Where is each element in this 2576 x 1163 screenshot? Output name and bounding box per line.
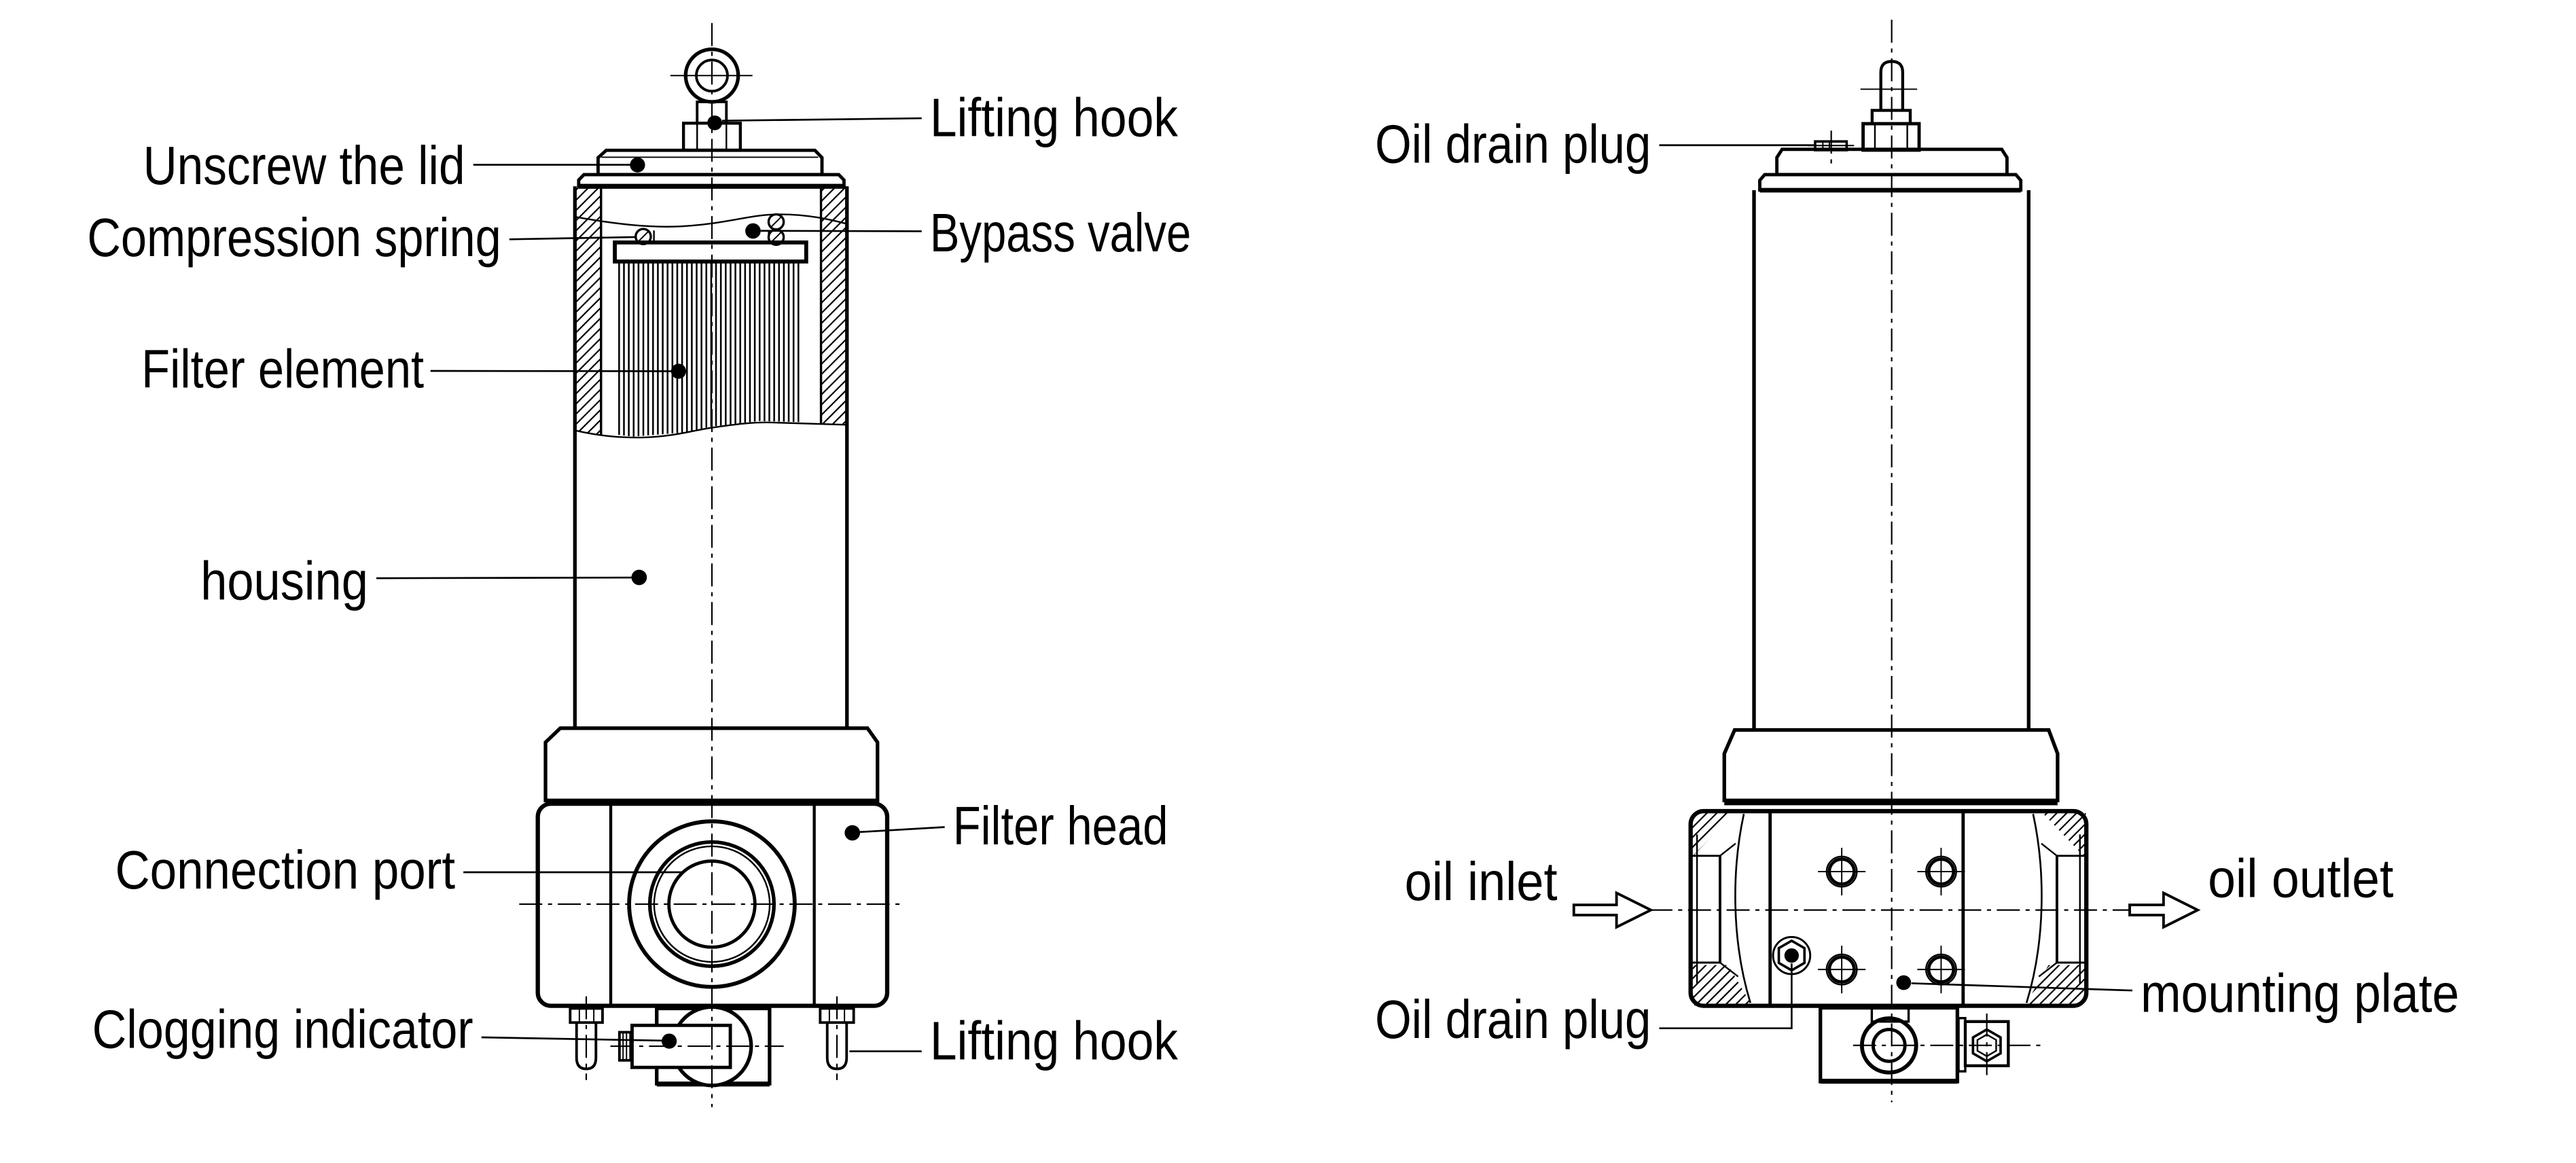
- label-lifting-hook-bottom: Lifting hook: [930, 1011, 1178, 1071]
- label-oil-inlet: oil inlet: [1405, 851, 1558, 912]
- label-compression-spring: Compression spring: [87, 207, 501, 268]
- leader-line-clogging-indicator: [481, 1036, 662, 1042]
- leader-dot-lifting-hook-top: [707, 115, 722, 130]
- leader-line-bypass-valve: [760, 230, 922, 232]
- lifting-hook-side: [1860, 60, 1921, 152]
- oil-inlet-arrow-icon: [1572, 891, 1654, 929]
- housing-wall-hatch-right: [821, 186, 847, 425]
- compression-spring: [634, 213, 785, 246]
- label-filter-head: Filter head: [953, 795, 1168, 856]
- leader-dot-mounting-plate: [1896, 975, 1912, 990]
- lid-external: [1758, 147, 2023, 193]
- leader-line-lifting-hook-top: [721, 117, 922, 122]
- label-housing: housing: [200, 551, 368, 611]
- hex-fitting: [1957, 1013, 2010, 1076]
- leader-dot-bypass-valve: [745, 223, 761, 239]
- external-view: Oil drain plug oil inlet oil outlet Oil …: [1375, 20, 2459, 1103]
- label-connection-port: Connection port: [115, 840, 455, 900]
- leader-line-compression-spring: [509, 236, 636, 240]
- leader-line-filter-head: [860, 826, 945, 834]
- external-view-leaders: [1659, 144, 2132, 1030]
- oil-outlet-arrow-icon: [2128, 891, 2201, 929]
- housing-body: [573, 186, 849, 728]
- leader-dot-unscrew-lid: [630, 157, 645, 173]
- leader-line-housing: [376, 576, 632, 579]
- leader-line-oil-drain-plug-bottom: [1659, 963, 1793, 1030]
- label-clogging-indicator: Clogging indicator: [92, 999, 473, 1060]
- label-oil-drain-plug-top: Oil drain plug: [1375, 113, 1651, 174]
- leader-dot-filter-head: [844, 825, 861, 841]
- leader-dot-clogging-indicator: [661, 1033, 677, 1049]
- filter-element: [613, 240, 808, 437]
- mounting-plate-left-clamp: [1691, 811, 1753, 1006]
- leader-line-mounting-plate: [1911, 982, 2132, 992]
- section-view-leaders: [376, 115, 945, 1052]
- filter-head-external: [1688, 808, 2089, 1008]
- leader-dot-housing: [631, 569, 647, 586]
- label-oil-drain-plug-bottom: Oil drain plug: [1375, 989, 1651, 1050]
- label-lifting-hook-top: Lifting hook: [930, 88, 1178, 148]
- leader-dot-filter-element: [670, 363, 687, 379]
- lifting-hook-pin-right: [819, 996, 855, 1080]
- mounting-bolt-holes: [1818, 847, 1965, 994]
- label-mounting-plate: mounting plate: [2141, 963, 2459, 1024]
- housing-wall-hatch-left: [575, 186, 601, 436]
- label-filter-element: Filter element: [141, 339, 424, 399]
- label-unscrew-the-lid: Unscrew the lid: [143, 135, 465, 196]
- housing-external: [1752, 190, 2031, 730]
- lifting-hook-pin-left: [569, 996, 604, 1080]
- label-bypass-valve: Bypass valve: [930, 202, 1191, 263]
- label-oil-outlet: oil outlet: [2208, 848, 2393, 908]
- leader-dot-oil-drain-plug-bottom: [1784, 948, 1800, 963]
- bottom-drain-boss: [1819, 1005, 2042, 1084]
- filter-element-pleats: [618, 263, 800, 437]
- section-view: Lifting hook Unscrew the lid Compression…: [87, 22, 1191, 1107]
